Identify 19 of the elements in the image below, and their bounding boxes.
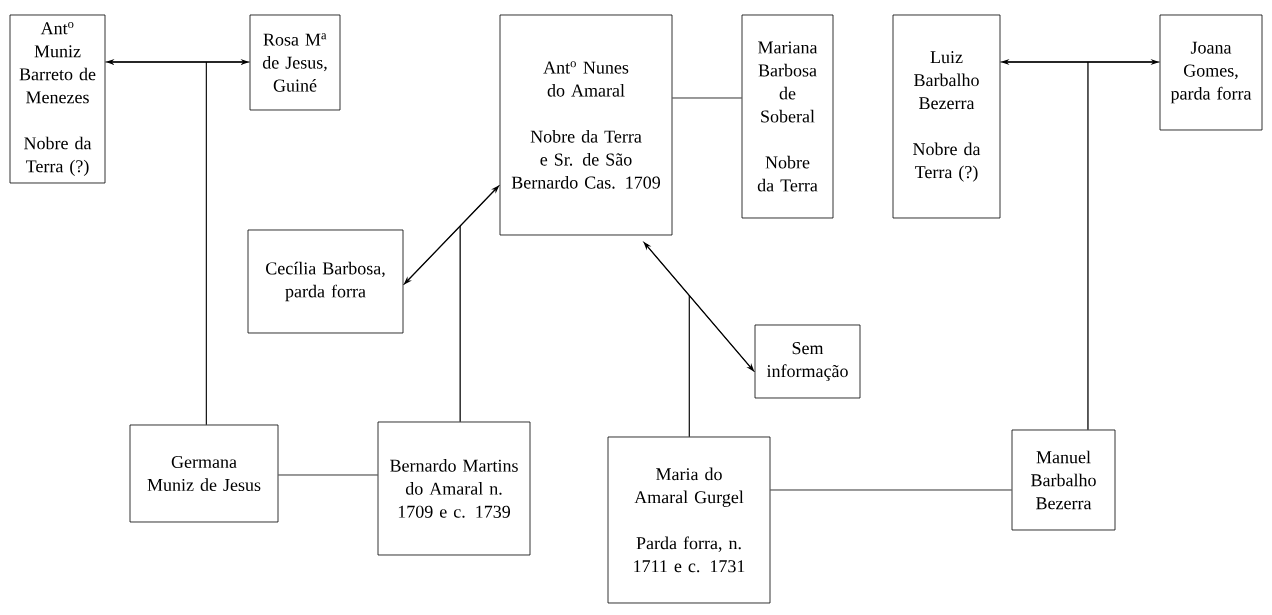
descent-line: [403, 225, 461, 422]
person-box: Sem informação: [754, 324, 861, 399]
person-box: Rosa M$^{a}$ de Jesus, Guiné: [249, 14, 341, 111]
descent-line: [688, 295, 755, 437]
person-box: Manuel Barbalho Bezerra: [1011, 429, 1116, 531]
connector-line: [672, 97, 742, 99]
person-box: Cecília Barbosa, parda forra: [247, 229, 404, 334]
connector-line: [278, 474, 378, 476]
person-box: Mariana Barbosa de Soberal Nobre da Terra: [741, 14, 834, 219]
connector-line: [770, 489, 1012, 491]
descent-line: [205, 61, 250, 425]
person-box: Maria do Amaral Gurgel Parda forra, n. 1711 e c. 1731: [607, 436, 771, 604]
person-box: Bernardo Martins do Amaral n. 1709 e c. 1739: [377, 421, 531, 556]
person-box: Joana Gomes, parda forra: [1159, 14, 1263, 131]
person-box: Ant$^{o}$ Muniz Barreto de Menezes Nobre da Terra (?): [9, 14, 106, 184]
descent-line: [1087, 61, 1160, 430]
person-box: Ant$^{o}$ Nunes do Amaral Nobre da Terra e Sr. de São Bernardo Cas. 1709: [499, 14, 673, 236]
person-box: Luiz Barbalho Bezerra Nobre da Terra (?): [892, 14, 1001, 219]
person-box: Germana Muniz de Jesus: [129, 424, 279, 523]
